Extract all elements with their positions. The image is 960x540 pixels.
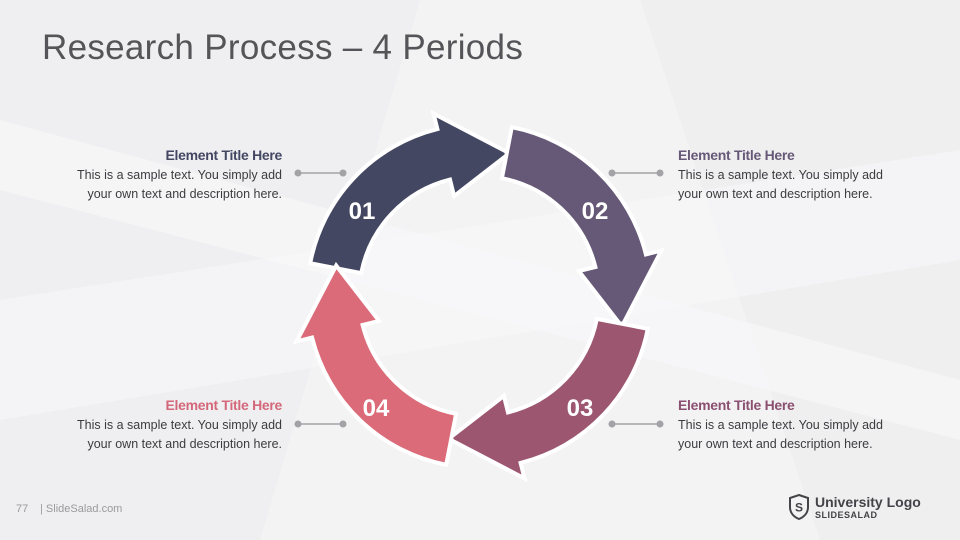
footer-site: | SlideSalad.com bbox=[40, 503, 123, 515]
step-number-02: 02 bbox=[582, 198, 609, 225]
logo-icon-letter: S bbox=[795, 501, 803, 515]
cycle-arrow-01 bbox=[307, 109, 514, 276]
step-title-01: Element Title Here bbox=[165, 147, 283, 163]
page-number: 77 bbox=[16, 503, 29, 515]
step-block-01: Element Title Here This is a sample text… bbox=[42, 147, 282, 204]
cycle-arrow-04 bbox=[292, 261, 459, 468]
step-desc-04-line2: your own text and description here. bbox=[87, 437, 282, 451]
cycle-arrow-03 bbox=[444, 316, 651, 483]
university-logo: S University Logo SLIDESALAD bbox=[788, 494, 921, 520]
step-block-04: Element Title Here This is a sample text… bbox=[42, 397, 282, 454]
connector-3 bbox=[608, 420, 664, 428]
step-title-04: Element Title Here bbox=[165, 397, 283, 413]
logo-sub: SLIDESALAD bbox=[815, 509, 878, 520]
step-title-03: Element Title Here bbox=[678, 397, 795, 413]
step-number-03: 03 bbox=[567, 395, 594, 422]
step-desc-02-line2: your own text and description here. bbox=[678, 187, 873, 201]
connector-2 bbox=[608, 169, 664, 177]
cycle-arrow-02 bbox=[499, 124, 666, 331]
step-desc-01-line2: your own text and description here. bbox=[87, 187, 282, 201]
step-desc-03-line1: This is a sample text. You simply add bbox=[678, 418, 883, 432]
step-block-03: Element Title Here This is a sample text… bbox=[678, 397, 918, 454]
step-desc-02-line1: This is a sample text. You simply add bbox=[678, 168, 883, 182]
step-title-02: Element Title Here bbox=[678, 147, 795, 163]
step-desc-01-line1: This is a sample text. You simply add bbox=[77, 168, 282, 182]
step-number-04: 04 bbox=[363, 395, 390, 422]
step-number-01: 01 bbox=[349, 198, 376, 225]
connector-1 bbox=[294, 169, 347, 177]
step-desc-04-line1: This is a sample text. You simply add bbox=[77, 418, 282, 432]
shield-icon: S bbox=[789, 494, 809, 520]
step-block-02: Element Title Here This is a sample text… bbox=[678, 147, 918, 204]
logo-name: University Logo bbox=[815, 493, 921, 510]
slide-title: Research Process – 4 Periods bbox=[42, 28, 524, 67]
connector-4 bbox=[294, 420, 347, 428]
step-desc-03-line2: your own text and description here. bbox=[678, 437, 873, 451]
